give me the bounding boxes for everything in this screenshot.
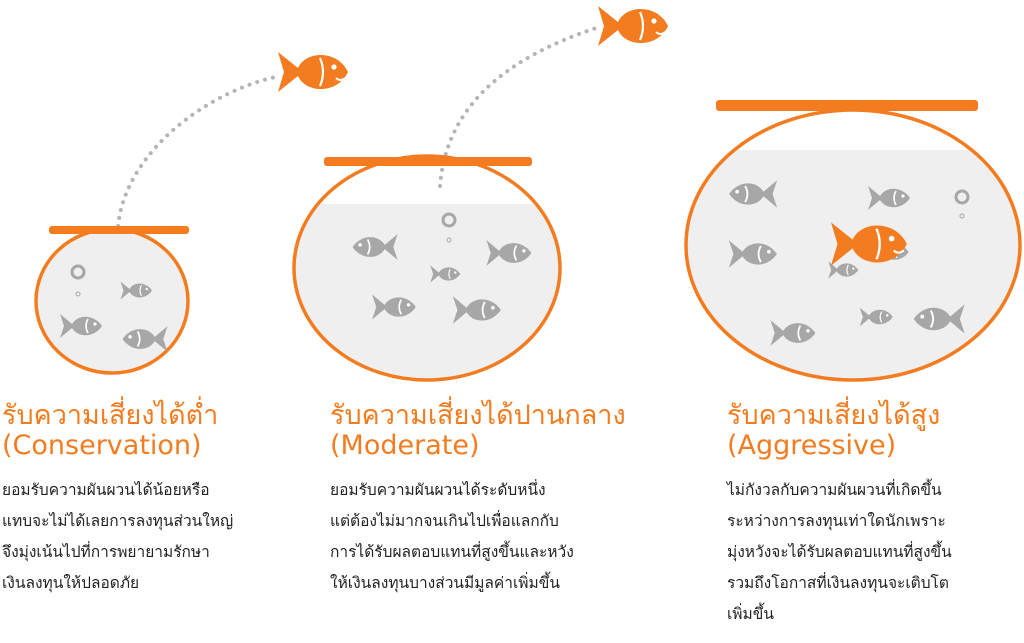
fish-icon bbox=[276, 50, 350, 94]
column-description: ไม่กังวลกับความผันผวนที่เกิดขึ้น ระหว่าง… bbox=[727, 481, 952, 623]
column-description: ยอมรับความผันผวนได้น้อยหรือ แทบจะไม่ได้เ… bbox=[2, 481, 234, 592]
column-title: รับความเสี่ยงได้ต่ำ (Conservation) bbox=[2, 400, 219, 461]
bubble-icon bbox=[959, 213, 965, 219]
column-title: รับความเสี่ยงได้สูง (Aggressive) bbox=[727, 400, 941, 461]
fishbowl-icon bbox=[292, 154, 562, 382]
risk-column-high: รับความเสี่ยงได้สูง (Aggressive) ไม่กังว… bbox=[727, 401, 952, 630]
column-description: ยอมรับความผันผวนได้ระดับหนึ่ง แต่ต้องไม่… bbox=[330, 481, 574, 592]
fishbowl-icon bbox=[34, 226, 190, 375]
jump-trail-icon bbox=[116, 74, 282, 228]
bubble-icon bbox=[441, 212, 457, 228]
bubble-icon bbox=[75, 291, 81, 297]
fish-icon bbox=[596, 4, 670, 48]
bubble-icon bbox=[446, 237, 452, 243]
bubble-icon bbox=[954, 189, 970, 205]
bubble-icon bbox=[70, 264, 86, 280]
column-title: รับความเสี่ยงได้ปานกลาง (Moderate) bbox=[330, 400, 626, 461]
fishbowl-icon bbox=[684, 100, 1022, 382]
risk-column-low: รับความเสี่ยงได้ต่ำ (Conservation) ยอมรั… bbox=[2, 401, 233, 599]
risk-column-moderate: รับความเสี่ยงได้ปานกลาง (Moderate) ยอมรั… bbox=[330, 401, 626, 599]
